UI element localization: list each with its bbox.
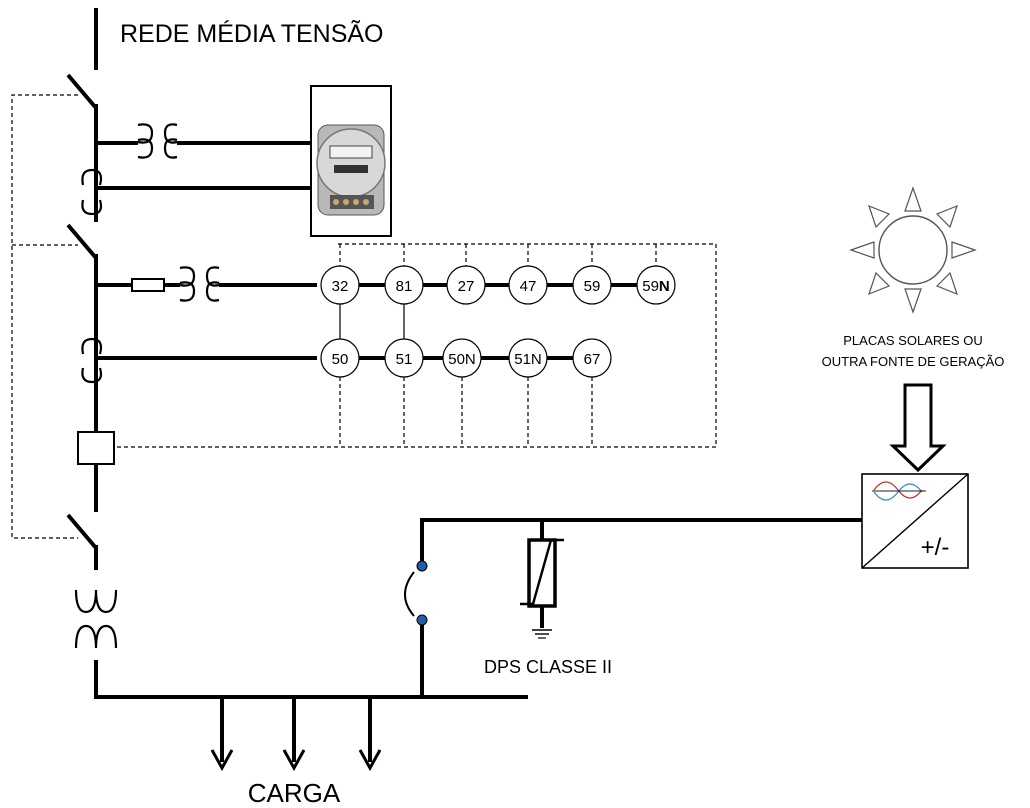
relay-67: 67 — [572, 338, 612, 378]
ct-coil-icon — [179, 266, 196, 287]
svg-text:67: 67 — [584, 351, 601, 368]
relay-dashed-drops — [339, 244, 657, 447]
switch-3 — [66, 513, 98, 550]
relay-row-2: 50 51 50N 51N 67 — [320, 338, 612, 378]
relay-32: 32 — [320, 265, 360, 305]
ct-coil-icon — [205, 266, 220, 287]
relay-trip-dashed-line — [114, 243, 717, 448]
transformer-secondary-icon — [74, 624, 118, 649]
relay-59: 59 — [572, 265, 612, 305]
inverter-icon — [861, 473, 969, 569]
svg-text:59N: 59N — [642, 278, 670, 295]
ct-coil-icon — [179, 281, 196, 302]
load-arrows — [210, 697, 382, 772]
ct-coil-icon — [137, 138, 154, 159]
svg-text:81: 81 — [396, 278, 413, 295]
ct-coil-icon — [137, 123, 154, 144]
interlock-dashed-link — [11, 94, 78, 539]
relay-47: 47 — [508, 265, 548, 305]
relay-51: 51 — [384, 338, 424, 378]
dps-label: DPS CLASSE II — [484, 657, 612, 677]
ct-coil-icon — [81, 168, 103, 186]
svg-text:32: 32 — [332, 278, 349, 295]
relay-links — [359, 283, 637, 360]
solar-label-line-1: PLACAS SOLARES OU — [843, 333, 982, 348]
ct-coil-icon — [163, 123, 178, 144]
switch-1 — [66, 73, 98, 110]
ct-coil-icon — [81, 367, 103, 384]
relay-51n: 51N — [508, 338, 548, 378]
relay-59n-number: 59 — [642, 278, 659, 295]
svg-text:51N: 51N — [514, 351, 542, 368]
energy-meter-icon — [310, 85, 392, 237]
switch-2 — [66, 223, 98, 260]
relay-row-1: 32 81 27 47 59 59N — [320, 265, 676, 305]
relay-50n: 50N — [442, 338, 482, 378]
surge-protector-icon — [520, 520, 564, 639]
load-label: CARGA — [248, 778, 341, 808]
network-label: REDE MÉDIA TENSÃO — [120, 19, 384, 48]
sun-icon — [849, 186, 977, 314]
circuit-breaker-icon — [77, 431, 115, 465]
fuse-icon — [131, 278, 165, 292]
relay-81: 81 — [384, 265, 424, 305]
disconnect-switch-icon — [404, 571, 415, 617]
ct-coil-icon — [205, 281, 220, 302]
svg-text:51: 51 — [396, 351, 413, 368]
solar-label-line-2: OUTRA FONTE DE GERAÇÃO — [822, 354, 1005, 369]
svg-text:47: 47 — [520, 278, 537, 295]
svg-text:27: 27 — [458, 278, 475, 295]
terminal-dot — [416, 614, 428, 626]
relay-59n: 59N — [636, 265, 676, 305]
relay-50: 50 — [320, 338, 360, 378]
power-flow-arrow-icon — [889, 383, 947, 473]
ct-coil-icon — [81, 337, 103, 355]
inverter-sign: +/- — [921, 534, 950, 561]
svg-text:50N: 50N — [448, 351, 476, 368]
ct-coil-icon — [163, 138, 178, 159]
terminal-dot — [416, 560, 428, 572]
relay-27: 27 — [446, 265, 486, 305]
relay-59n-suffix: N — [659, 278, 670, 295]
svg-text:50: 50 — [332, 351, 349, 368]
ct-coil-icon — [81, 199, 103, 216]
transformer-primary-icon — [74, 589, 118, 614]
svg-text:59: 59 — [584, 278, 601, 295]
